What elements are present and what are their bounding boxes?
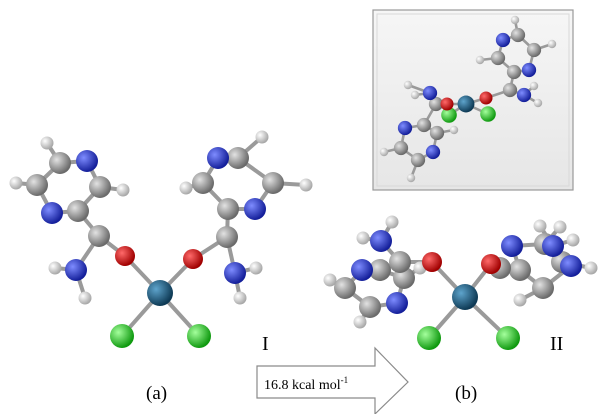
nitrogen-atom xyxy=(516,87,532,103)
hydrogen-atom xyxy=(403,80,413,90)
structure-label-I: I xyxy=(262,333,269,355)
hydrogen-atom xyxy=(9,176,23,190)
hydrogen-atom xyxy=(356,231,370,245)
hydrogen-atom xyxy=(323,273,337,287)
nitrogen-atom xyxy=(351,259,373,281)
nitrogen-atom xyxy=(207,147,229,169)
oxygen-atom xyxy=(440,97,454,111)
carbon-atom xyxy=(410,152,426,168)
hydrogen-atom xyxy=(40,136,54,150)
hydrogen-atom xyxy=(406,173,416,183)
carbon-atom xyxy=(393,140,409,156)
carbon-atom xyxy=(389,251,411,273)
hydrogen-atom xyxy=(78,291,92,305)
panel-label-a: (a) xyxy=(146,383,167,404)
carbon-atom xyxy=(26,174,48,196)
carbon-atom xyxy=(416,117,432,133)
oxygen-atom xyxy=(481,254,501,274)
hydrogen-atom xyxy=(410,90,420,100)
hydrogen-atom xyxy=(547,39,557,49)
carbon-atom xyxy=(217,198,239,220)
nitrogen-atom xyxy=(425,144,441,160)
carbon-atom xyxy=(506,64,522,80)
nitrogen-atom xyxy=(370,230,392,252)
nitrogen-atom xyxy=(501,235,523,257)
chlorine-atom xyxy=(496,326,520,350)
carbon-atom xyxy=(526,42,542,58)
hydrogen-atom xyxy=(179,181,193,195)
nitrogen-atom xyxy=(560,255,582,277)
chlorine-atom xyxy=(441,107,457,123)
energy-superscript: -1 xyxy=(341,375,349,385)
hydrogen-atom xyxy=(529,81,539,91)
carbon-atom xyxy=(429,125,445,141)
metal-atom xyxy=(147,280,173,306)
hydrogen-atom xyxy=(566,233,580,247)
hydrogen-atom xyxy=(533,98,543,108)
hydrogen-atom xyxy=(299,178,313,192)
nitrogen-atom xyxy=(397,120,413,136)
hydrogen-atom xyxy=(116,183,130,197)
carbon-atom xyxy=(334,277,356,299)
nitrogen-atom xyxy=(521,62,537,78)
hydrogen-atom xyxy=(385,215,399,229)
carbon-atom xyxy=(359,296,381,318)
carbon-atom xyxy=(216,226,238,248)
metal-atom xyxy=(452,284,478,310)
hydrogen-atom xyxy=(449,125,459,135)
nitrogen-atom xyxy=(65,259,87,281)
oxygen-atom xyxy=(422,252,442,272)
hydrogen-atom xyxy=(510,15,520,25)
carbon-atom xyxy=(192,172,214,194)
carbon-atom xyxy=(369,259,391,281)
carbon-atom xyxy=(89,176,111,198)
oxygen-atom xyxy=(115,246,135,266)
hydrogen-atom xyxy=(553,220,567,234)
carbon-atom xyxy=(67,200,89,222)
chlorine-atom xyxy=(110,324,134,348)
hydrogen-atom xyxy=(255,130,269,144)
hydrogen-atom xyxy=(475,55,485,65)
atom-layer xyxy=(9,15,598,350)
energy-value: 16.8 kcal mol xyxy=(264,378,341,393)
carbon-atom xyxy=(88,225,110,247)
hydrogen-atom xyxy=(233,291,247,305)
hydrogen-atom xyxy=(584,261,598,275)
energy-arrow xyxy=(256,346,409,414)
nitrogen-atom xyxy=(495,32,511,48)
structure-label-II: II xyxy=(550,333,563,355)
nitrogen-atom xyxy=(542,235,564,257)
nitrogen-atom xyxy=(76,150,98,172)
metal-atom xyxy=(457,95,475,113)
hydrogen-atom xyxy=(353,315,367,329)
chlorine-atom xyxy=(187,324,211,348)
carbon-atom xyxy=(510,27,526,43)
nitrogen-atom xyxy=(422,85,438,101)
carbon-atom xyxy=(49,152,71,174)
nitrogen-atom xyxy=(224,262,246,284)
carbon-atom xyxy=(262,172,284,194)
hydrogen-atom xyxy=(249,261,263,275)
chlorine-atom xyxy=(417,326,441,350)
carbon-atom xyxy=(428,96,444,112)
carbon-atom xyxy=(502,82,518,98)
chlorine-atom xyxy=(480,106,496,122)
hydrogen-atom xyxy=(513,293,527,307)
energy-label: 16.8 kcal mol-1 xyxy=(264,375,348,393)
panel-label-b: (b) xyxy=(455,383,477,404)
carbon-atom xyxy=(490,50,506,66)
hydrogen-atom xyxy=(48,261,62,275)
carbon-atom xyxy=(532,277,554,299)
oxygen-atom xyxy=(183,249,203,269)
hydrogen-atom xyxy=(533,219,547,233)
nitrogen-atom xyxy=(244,198,266,220)
hydrogen-atom xyxy=(379,147,389,157)
nitrogen-atom xyxy=(386,292,408,314)
carbon-atom xyxy=(227,147,249,169)
oxygen-atom xyxy=(479,91,493,105)
nitrogen-atom xyxy=(41,202,63,224)
carbon-atom xyxy=(509,259,531,281)
